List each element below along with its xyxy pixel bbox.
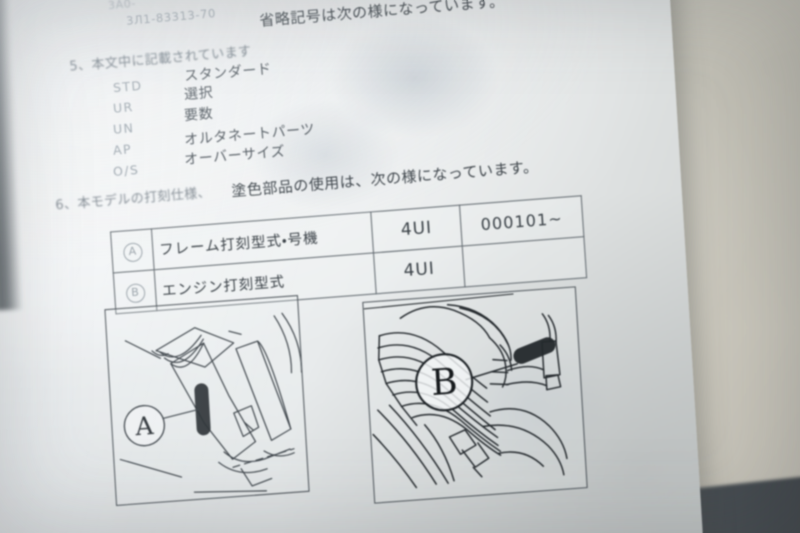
abbr-term-un: 要数 bbox=[183, 105, 214, 125]
svg-text:B: B bbox=[430, 361, 459, 404]
abbr-code-un: UN bbox=[112, 120, 135, 137]
row-type-b: 4UI bbox=[373, 246, 465, 294]
abbr-code-std: STD bbox=[112, 77, 144, 96]
row-type-a: 4UI bbox=[370, 205, 463, 253]
row-serial-b bbox=[462, 236, 587, 287]
stamping-marker-a bbox=[194, 383, 211, 436]
circled-letter-a: A bbox=[122, 242, 143, 263]
badge-a: A bbox=[123, 404, 165, 447]
abbr-code-ur: UR bbox=[112, 99, 135, 116]
frame-stamping-drawing: A bbox=[105, 296, 308, 505]
stamping-item-number: 6、 bbox=[54, 196, 79, 214]
svg-text:A: A bbox=[134, 411, 156, 441]
abbr-term-ur: 選択 bbox=[183, 84, 214, 104]
abbr-code-ap: AP bbox=[112, 141, 133, 158]
illustration-panel-a: A bbox=[104, 295, 310, 506]
engine-stamping-drawing: B bbox=[363, 287, 586, 502]
abbr-code-os: O/S bbox=[112, 161, 140, 180]
illustration-panel-b: B bbox=[362, 286, 588, 504]
stamping-marker-b bbox=[513, 337, 556, 364]
abbreviations-item-number: 5、 bbox=[68, 57, 93, 75]
row-mark-a: A bbox=[110, 228, 155, 273]
circled-letter-b: B bbox=[125, 283, 146, 304]
